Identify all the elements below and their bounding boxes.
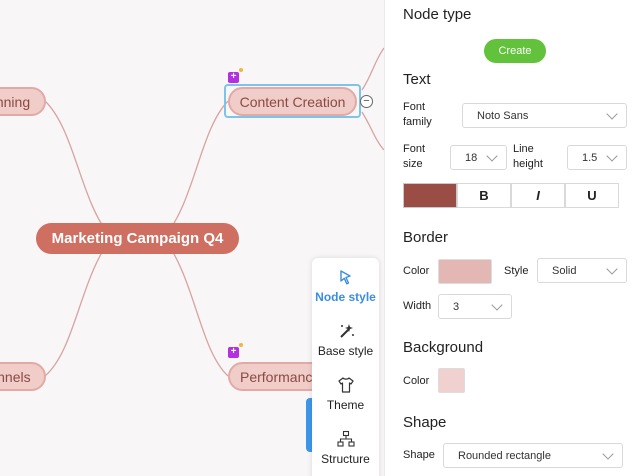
background-color-label: Color bbox=[403, 375, 430, 387]
sidebar-item-label: Theme bbox=[326, 398, 365, 412]
italic-button[interactable]: I bbox=[511, 183, 565, 208]
chevron-down-icon bbox=[606, 150, 618, 162]
node-channels[interactable]: annels bbox=[0, 362, 46, 391]
bold-button[interactable]: B bbox=[457, 183, 511, 208]
chevron-down-icon bbox=[606, 108, 618, 120]
font-size-label: Font size bbox=[403, 143, 426, 170]
root-node[interactable]: Marketing Campaign Q4 bbox=[36, 223, 239, 254]
shape-value: Rounded rectangle bbox=[458, 449, 551, 462]
link-root-performance bbox=[164, 239, 229, 377]
sidebar-item-structure[interactable]: Structure bbox=[312, 430, 379, 466]
link-root-content bbox=[164, 100, 229, 237]
collapse-toggle-icon[interactable]: − bbox=[360, 95, 373, 108]
border-heading: Border bbox=[403, 229, 449, 246]
sidebar-item-label: Node style bbox=[315, 290, 376, 304]
node-style-icon bbox=[339, 270, 351, 285]
border-width-value: 3 bbox=[453, 300, 460, 313]
node-label: nning bbox=[0, 93, 31, 110]
chevron-down-icon bbox=[606, 263, 618, 275]
style-sidebar: Node style Base style Theme Structure bbox=[312, 258, 379, 476]
font-family-value: Noto Sans bbox=[477, 109, 529, 122]
font-family-label: Font family bbox=[403, 101, 432, 128]
line-height-select[interactable]: 1.5 bbox=[567, 145, 627, 170]
text-heading: Text bbox=[403, 71, 431, 88]
chevron-down-icon bbox=[486, 150, 498, 162]
sidebar-item-label: Base style bbox=[317, 344, 374, 358]
sidebar-item-theme[interactable]: Theme bbox=[312, 376, 379, 412]
chevron-down-icon bbox=[602, 448, 614, 460]
link-root-channels bbox=[44, 239, 111, 377]
link-root-planning bbox=[44, 100, 111, 237]
active-tab-indicator bbox=[306, 398, 312, 452]
shirt-icon bbox=[337, 377, 354, 393]
background-heading: Background bbox=[403, 339, 484, 356]
chevron-down-icon bbox=[491, 299, 503, 311]
node-label: Performanc bbox=[240, 368, 313, 385]
border-width-label: Width bbox=[403, 300, 432, 312]
mindmap-links bbox=[44, 47, 384, 377]
node-label: Content Creation bbox=[239, 93, 346, 110]
node-planning[interactable]: nning bbox=[0, 87, 46, 116]
line-height-value: 1.5 bbox=[582, 151, 598, 164]
border-style-select[interactable]: Solid bbox=[537, 258, 627, 283]
sidebar-item-label: Structure bbox=[321, 452, 370, 466]
shape-heading: Shape bbox=[403, 414, 447, 431]
font-family-select[interactable]: Noto Sans bbox=[462, 103, 627, 128]
border-style-label: Style bbox=[504, 265, 529, 277]
underline-button[interactable]: U bbox=[565, 183, 619, 208]
font-size-value: 18 bbox=[465, 151, 478, 164]
sidebar-item-node-style[interactable]: Node style bbox=[312, 268, 379, 304]
background-color-swatch[interactable] bbox=[438, 368, 465, 393]
shape-select[interactable]: Rounded rectangle bbox=[443, 443, 623, 468]
font-size-select[interactable]: 18 bbox=[450, 145, 507, 170]
line-height-label: Line height bbox=[513, 143, 543, 170]
structure-icon bbox=[336, 430, 355, 447]
root-node-label: Marketing Campaign Q4 bbox=[51, 230, 224, 247]
link-content-up bbox=[361, 47, 384, 91]
style-panel: Node type Create Text Font family Noto S… bbox=[384, 0, 639, 476]
magic-wand-icon bbox=[339, 324, 354, 338]
text-color-swatch[interactable] bbox=[403, 183, 457, 208]
node-label: annels bbox=[0, 368, 31, 385]
shape-label: Shape bbox=[403, 449, 435, 461]
border-width-select[interactable]: 3 bbox=[438, 294, 512, 319]
create-button[interactable]: Create bbox=[484, 39, 546, 63]
node-content-creation[interactable]: Content Creation bbox=[228, 87, 357, 116]
sidebar-item-base-style[interactable]: Base style bbox=[312, 322, 379, 358]
border-color-label: Color bbox=[403, 265, 430, 277]
add-child-icon[interactable]: + bbox=[228, 343, 243, 358]
border-style-value: Solid bbox=[552, 264, 577, 277]
border-color-swatch[interactable] bbox=[438, 259, 492, 284]
link-content-down bbox=[361, 111, 384, 151]
node-type-heading: Node type bbox=[403, 6, 472, 23]
add-child-icon[interactable]: + bbox=[228, 68, 243, 83]
